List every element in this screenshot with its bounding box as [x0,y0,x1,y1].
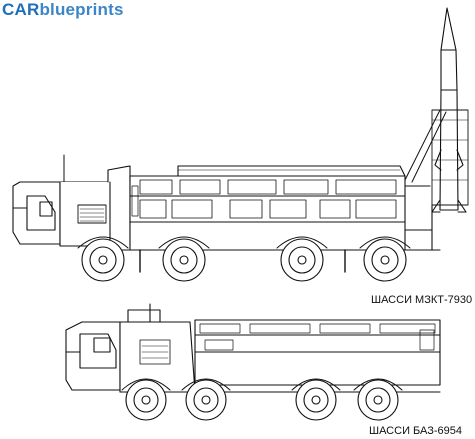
brand-logo-blueprints: blueprints [39,0,124,19]
chassis-caption-mzkt: ШАССИ МЗКТ-7930 [371,294,473,306]
launcher-cab [12,165,131,247]
brand-logo: CARblueprints [2,0,124,20]
launcher-wheels [77,236,411,282]
transport-wheels [121,378,403,421]
missile-drawing [404,7,469,213]
transport-cab [65,303,196,393]
brand-logo-car: CAR [2,0,40,19]
launcher-vehicle [12,7,469,282]
chassis-caption-baz: ШАССИ БАЗ-6954 [369,425,462,437]
transport-vehicle [65,303,441,421]
